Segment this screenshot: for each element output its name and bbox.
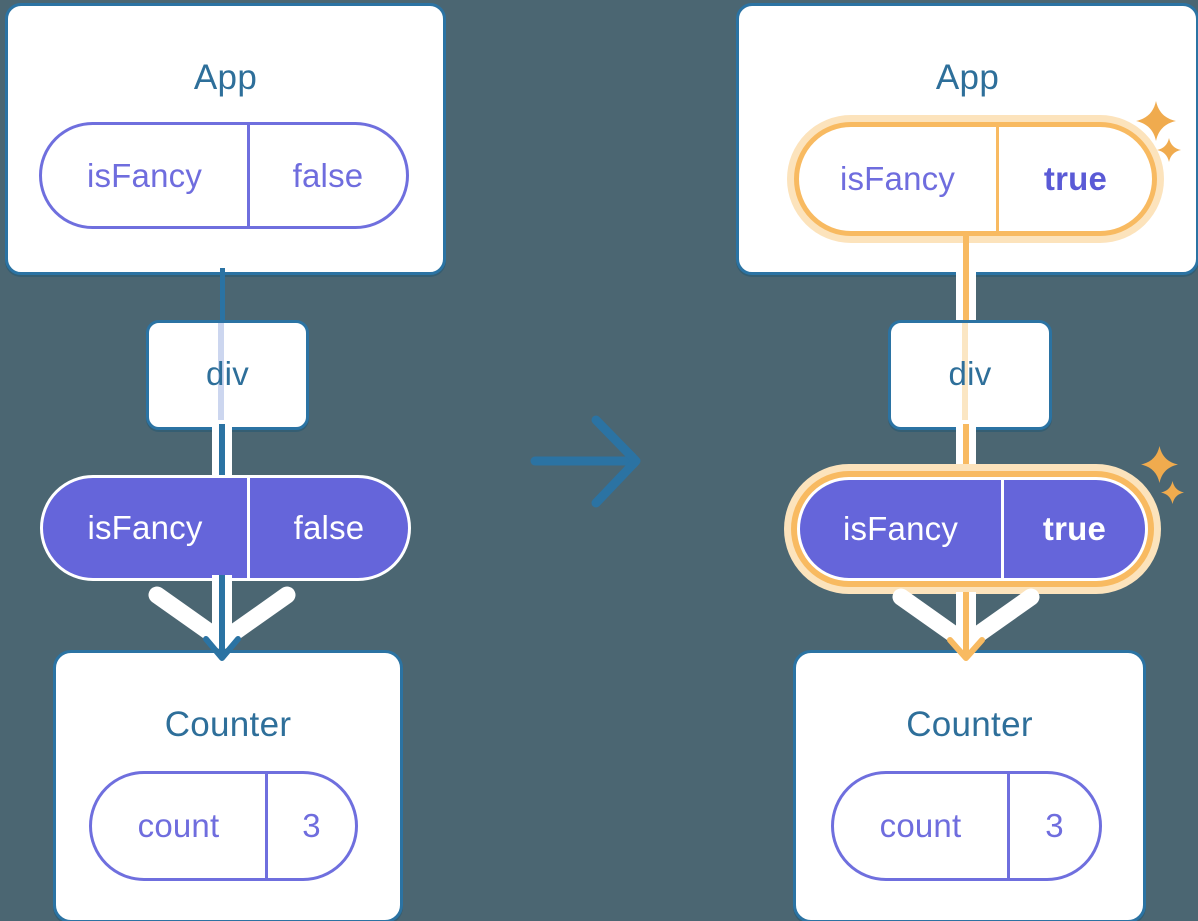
arrow-right-icon: [530, 415, 641, 508]
app-card-after: App isFancy true: [736, 3, 1198, 275]
prop-value: false: [292, 156, 364, 194]
counter-card-before: Counter count 3: [53, 650, 403, 921]
connector-app-to-div: [963, 269, 969, 320]
prop-value: true: [1043, 160, 1108, 197]
div-card-after: div: [888, 320, 1052, 430]
counter-state-pill-before: count 3: [89, 771, 358, 881]
div-card-before: div: [146, 320, 309, 430]
prop-name: isFancy: [799, 127, 999, 231]
prop-name: isFancy: [42, 125, 250, 226]
component-title: App: [193, 58, 258, 97]
connector-div-to-pill: [219, 424, 225, 476]
component-title: Counter: [906, 705, 1033, 744]
passed-prop-pill-after-highlighted: isFancy true: [797, 477, 1148, 581]
counter-state-pill-after: count 3: [831, 771, 1102, 881]
sparkle-icon: [1161, 481, 1184, 504]
state-name: count: [834, 774, 1010, 878]
prop-value: true: [1042, 510, 1107, 547]
connector-pill-to-card-edge: [963, 232, 969, 269]
app-prop-pill-before: isFancy false: [39, 122, 409, 229]
state-name: count: [92, 774, 268, 878]
state-value: 3: [1045, 807, 1064, 844]
component-title: App: [935, 58, 1000, 97]
app-prop-pill-after-highlighted: isFancy true: [794, 122, 1157, 236]
connector-app-to-div: [220, 268, 225, 321]
prop-name: isFancy: [43, 478, 250, 578]
sparkle-icon: [1157, 138, 1181, 162]
component-title: div: [205, 355, 250, 392]
prop-flow-arrow-icon: [148, 575, 296, 661]
prop-flow-arrow-icon: [892, 588, 1040, 661]
sparkle-icon: [1141, 446, 1178, 483]
counter-card-after: Counter count 3: [793, 650, 1146, 921]
component-title: div: [948, 355, 992, 392]
connector-div-to-pill: [963, 424, 969, 470]
prop-value: false: [293, 509, 365, 546]
prop-name: isFancy: [800, 480, 1004, 578]
passthrough-line: [962, 323, 968, 420]
passed-prop-pill-before: isFancy false: [40, 475, 411, 581]
passthrough-line: [218, 323, 224, 420]
component-title: Counter: [164, 705, 292, 744]
app-card-before: App isFancy false: [5, 3, 446, 275]
sparkle-icon: [1136, 101, 1176, 141]
state-value: 3: [302, 807, 321, 844]
